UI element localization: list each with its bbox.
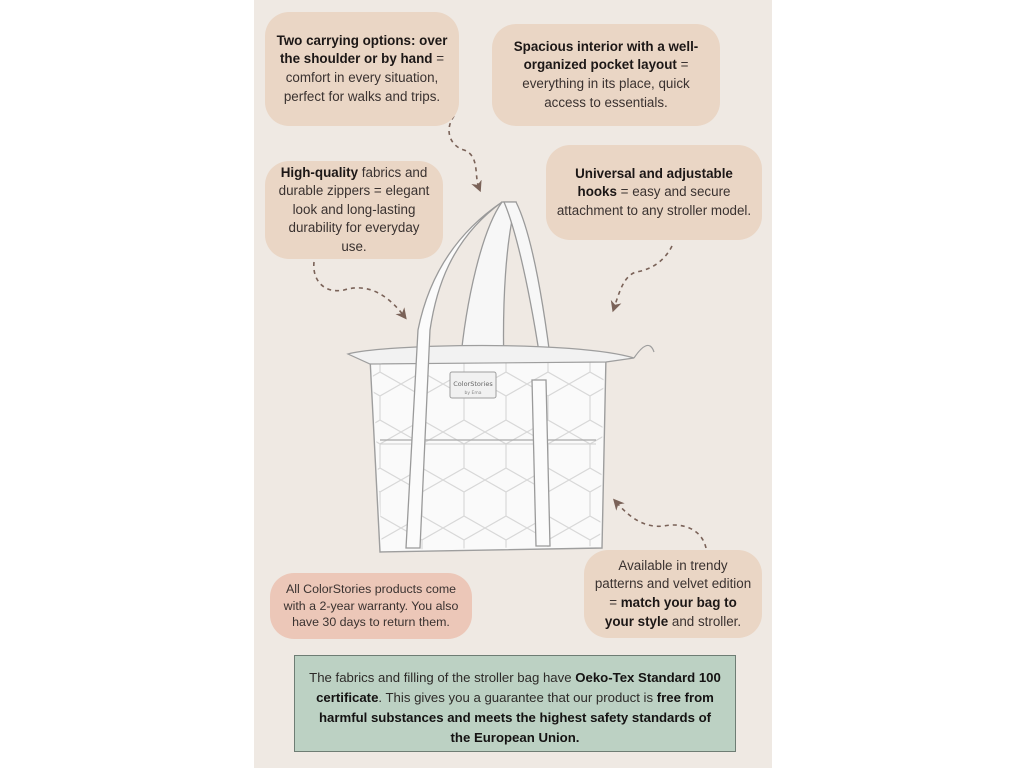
bag-strap-front-left <box>405 201 503 549</box>
callout-warranty: All ColorStories products come with a 2-… <box>270 573 472 639</box>
infographic-panel: ColorStories by Ema Two carrying options… <box>254 0 772 768</box>
brand-label <box>449 371 497 399</box>
bag-illustration: ColorStories by Ema <box>313 115 707 553</box>
arrow-fabrics <box>313 261 407 320</box>
arrow-carrying <box>448 115 482 193</box>
bag-strap-front-right <box>531 379 551 547</box>
brand-label-sub: by Ema <box>465 390 482 396</box>
bag-strap-back <box>459 201 517 371</box>
brand-label-text: ColorStories <box>453 380 493 388</box>
certificate-box: The fabrics and filling of the stroller … <box>294 655 736 752</box>
arrow-hooks <box>610 245 673 313</box>
bag-zipper <box>346 344 635 365</box>
callout-carrying-options: Two carrying options: over the shoulder … <box>265 12 459 126</box>
callout-patterns: Available in trendy patterns and velvet … <box>584 550 762 638</box>
callout-spacious-interior: Spacious interior with a well-organized … <box>492 24 720 126</box>
callout-high-quality: High-quality fabrics and durable zippers… <box>265 161 443 259</box>
callout-adjustable-hooks: Universal and adjustable hooks = easy an… <box>546 145 762 240</box>
arrow-patterns <box>613 498 707 549</box>
